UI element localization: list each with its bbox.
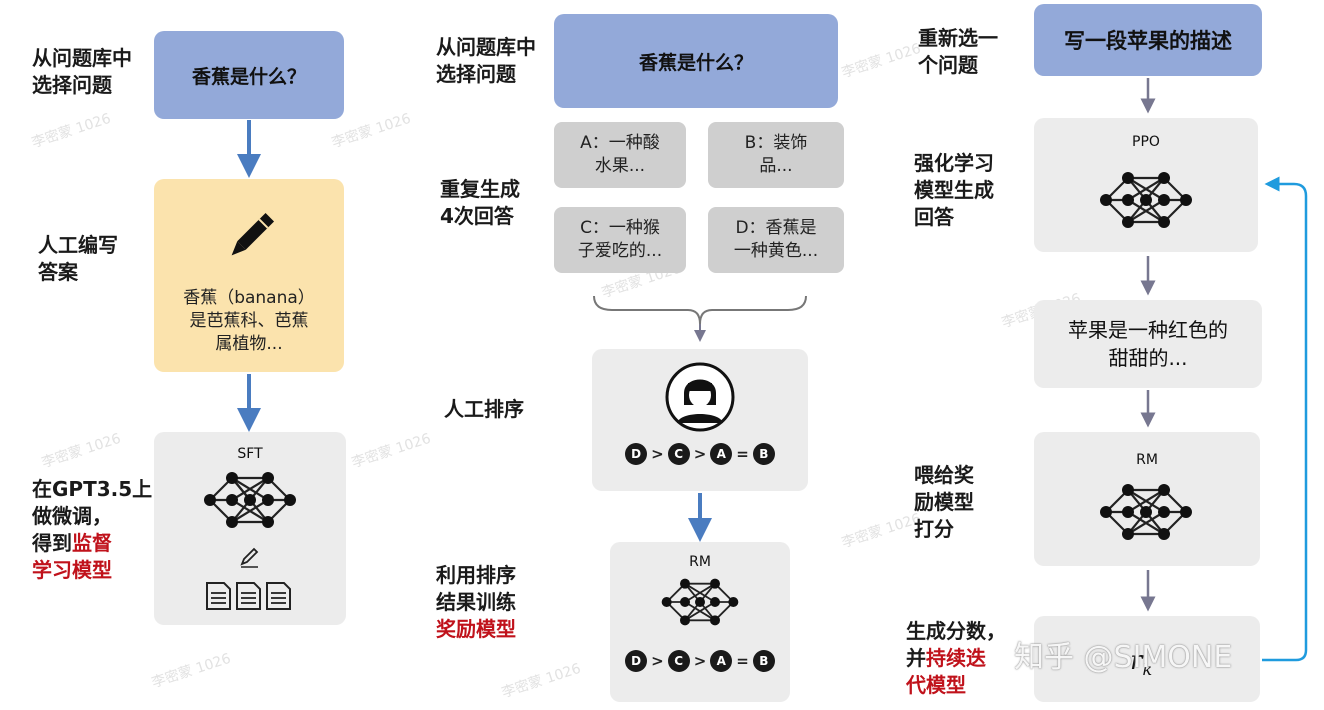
question-box: 香蕉是什么？ xyxy=(154,31,344,119)
neural-network-icon xyxy=(1100,484,1192,540)
question-box-2: 香蕉是什么？ xyxy=(554,14,838,108)
train-red-text: 奖励模型 xyxy=(436,617,516,641)
documents-icon xyxy=(206,582,291,610)
rm-model-box: RM D > C > A = B xyxy=(610,542,790,702)
step-label-select-question: 从问题库中 选择问题 xyxy=(32,46,132,97)
rank-operator: = xyxy=(736,652,749,670)
neural-network-icon xyxy=(1100,172,1192,228)
apple-answer-box: 苹果是一种红色的 甜甜的... xyxy=(1034,300,1262,388)
step-label-finetune: 在GPT3.5上 做微调， 得到监督 学习模型 xyxy=(32,476,152,584)
rank-chip: D xyxy=(625,443,648,465)
score-red-text: 持续迭 xyxy=(926,646,986,670)
edit-icon xyxy=(240,547,259,568)
finetune-text: 在GPT3.5上 做微调， 得到 xyxy=(32,477,153,555)
step-label-reselect: 重新选一 个问题 xyxy=(918,26,998,77)
loop-back-arrow xyxy=(1262,176,1308,662)
ppo-model-box: PPO xyxy=(1034,118,1258,252)
human-answer-text: 香蕉（banana） 是芭蕉科、芭蕉 属植物... xyxy=(183,288,315,354)
step-label-feed-rm: 喂给奖 励模型 打分 xyxy=(914,463,974,541)
ranking-row: D > C > A = B xyxy=(592,443,808,465)
reward-score-box: rk xyxy=(1034,616,1260,702)
neural-network-icon xyxy=(661,578,739,626)
train-text: 利用排序 结果训练 xyxy=(436,563,516,614)
rank-chip: C xyxy=(667,443,690,465)
reward-k: k xyxy=(1142,660,1153,680)
step-label-train-rm: 利用排序 结果训练 奖励模型 xyxy=(436,562,516,643)
rank-chip: D xyxy=(625,650,648,672)
score-text: 生成分数， 并 xyxy=(906,619,1006,670)
rank-chip: C xyxy=(667,650,690,672)
ppo-label: PPO xyxy=(1132,134,1160,150)
step-label-select-question-2: 从问题库中 选择问题 xyxy=(436,35,536,86)
finetune-red-text: 监督 xyxy=(72,531,112,555)
rank-chip: A xyxy=(710,443,733,465)
step-label-score-iterate: 生成分数， 并持续迭 代模型 xyxy=(906,618,1006,699)
score-red-text-2: 代模型 xyxy=(906,673,966,697)
reward-r: r xyxy=(1130,646,1143,676)
neural-network-icon xyxy=(204,472,296,528)
ranking-row-2: D > C > A = B xyxy=(610,650,790,672)
answer-option-c: C：一种猴 子爱吃的... xyxy=(554,207,686,273)
rank-operator: > xyxy=(693,445,707,463)
rm-label: RM xyxy=(689,554,711,570)
finetune-red-text-2: 学习模型 xyxy=(32,558,112,582)
rm-score-box: RM xyxy=(1034,432,1260,566)
sft-label: SFT xyxy=(237,446,263,462)
rank-operator: > xyxy=(693,652,707,670)
rank-operator: > xyxy=(651,445,664,463)
zhihu-watermark: 知乎 @SIMONE xyxy=(1014,640,1233,675)
answer-option-a: A：一种酸 水果... xyxy=(554,122,686,188)
human-answer-box: 香蕉（banana） 是芭蕉科、芭蕉 属植物... xyxy=(154,179,344,372)
sft-model-box: SFT xyxy=(154,432,346,625)
step-label-write-answer: 人工编写 答案 xyxy=(38,233,118,284)
rank-chip: B xyxy=(752,650,775,672)
rank-chip: A xyxy=(710,650,733,672)
rank-operator: = xyxy=(736,445,749,463)
brace-connector xyxy=(593,295,807,325)
answer-option-d: D：香蕉是 一种黄色... xyxy=(708,207,844,273)
rank-operator: > xyxy=(651,652,664,670)
step-label-rank: 人工排序 xyxy=(444,397,524,421)
step-label-generate: 重复生成 4次回答 xyxy=(440,177,520,228)
question-box-3: 写一段苹果的描述 xyxy=(1034,4,1262,76)
step-label-rl-generate: 强化学习 模型生成 回答 xyxy=(914,151,994,229)
reward-symbol: rk xyxy=(1130,646,1152,679)
pencil-icon xyxy=(231,212,275,256)
rank-chip: B xyxy=(752,443,775,465)
human-rank-box: D > C > A = B xyxy=(592,349,808,491)
rm-label-3: RM xyxy=(1136,452,1158,468)
answer-option-b: B：装饰 品... xyxy=(708,122,844,188)
person-avatar-icon xyxy=(665,362,735,432)
